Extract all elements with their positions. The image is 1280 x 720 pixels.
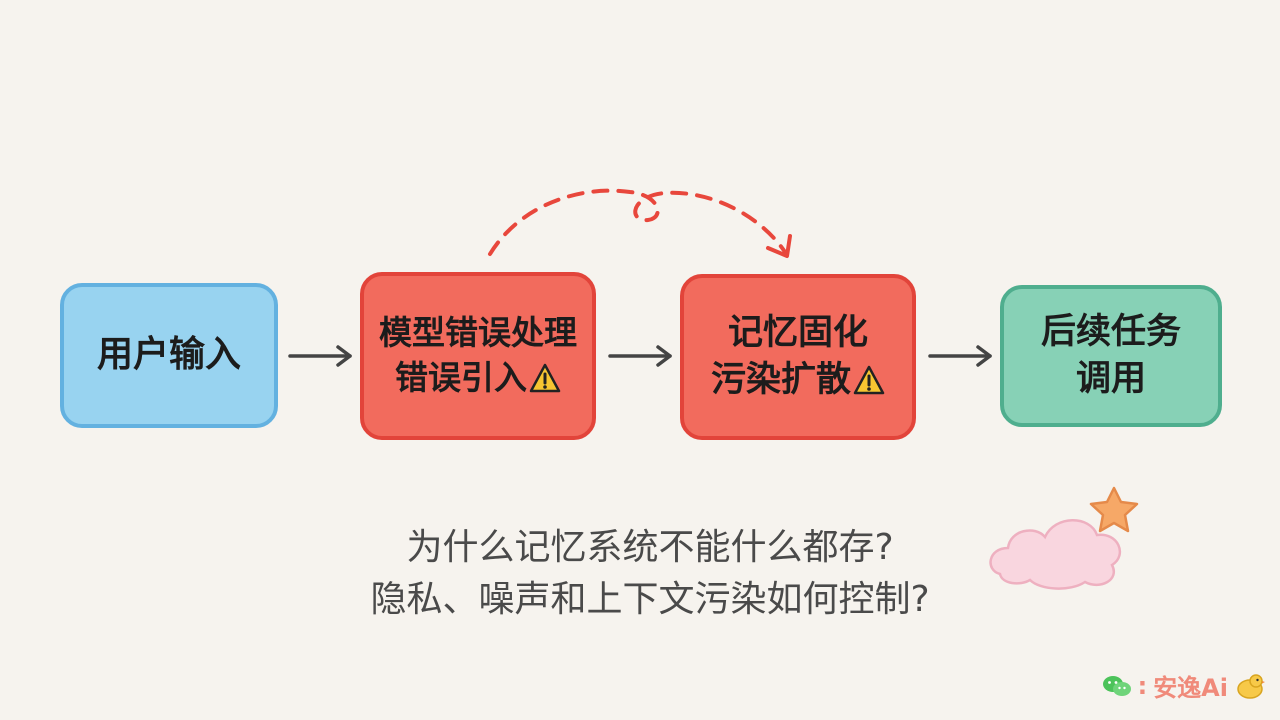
- arrow-memory-to-task: [928, 345, 992, 367]
- node-model-error-line1: 模型错误处理: [379, 313, 577, 353]
- watermark-text: 安逸Ai: [1153, 674, 1228, 702]
- node-user-input-label: 用户输入: [96, 334, 241, 376]
- cloud-icon: [989, 519, 1122, 590]
- question-line-1: 为什么记忆系统不能什么都存?: [406, 527, 894, 568]
- node-model-error-line2: 错误引入: [395, 358, 527, 397]
- node-memory: 记忆固化 污染扩散: [680, 274, 916, 440]
- question-line-2: 隐私、噪声和上下文污染如何控制?: [370, 579, 930, 620]
- node-model-error: 模型错误处理 错误引入: [360, 272, 596, 440]
- star-icon: [1089, 486, 1139, 533]
- warning-icon: [529, 363, 561, 393]
- arrow-user-to-model: [288, 345, 352, 367]
- watermark-separator: :: [1137, 671, 1148, 700]
- dashed-feedback-arrow: [488, 188, 792, 258]
- wechat-icon: [1102, 675, 1131, 696]
- node-task-line1: 后续任务: [1040, 311, 1181, 352]
- watermark: : 安逸Ai: [1102, 668, 1266, 703]
- node-memory-line2: 污染扩散: [710, 360, 851, 400]
- node-task: 后续任务 调用: [1000, 285, 1222, 427]
- arrow-model-to-memory: [608, 345, 672, 367]
- node-task-line2: 调用: [1075, 359, 1146, 399]
- node-memory-line1: 记忆固化: [727, 312, 868, 353]
- chick-icon: [1237, 673, 1265, 699]
- node-user-input: 用户输入: [60, 283, 278, 428]
- warning-icon: [853, 365, 885, 395]
